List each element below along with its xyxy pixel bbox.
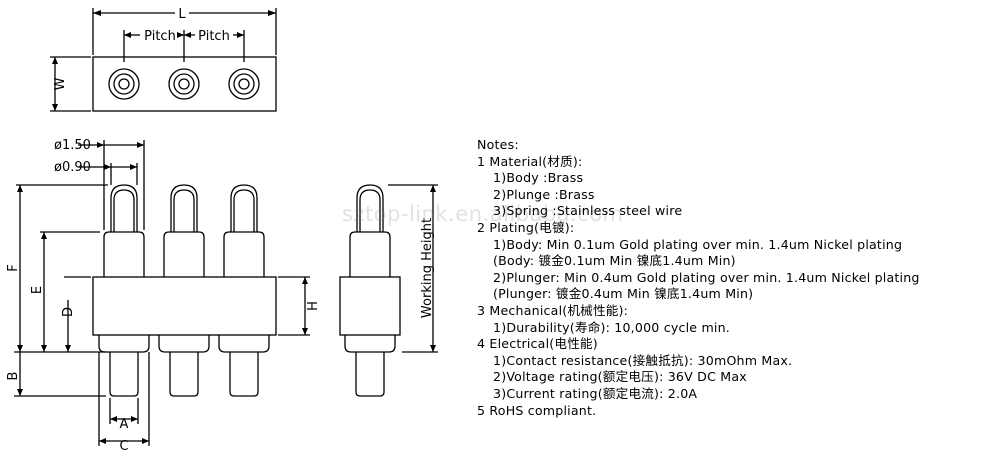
note-line: 3)Current rating(额定电流): 2.0A <box>493 385 698 401</box>
dim-label-H: H <box>306 301 321 311</box>
note-line: 1)Body: Min 0.1um Gold plating over min.… <box>493 236 903 252</box>
dim-label-B: B <box>6 372 21 381</box>
notes-heading: Notes: <box>477 137 519 152</box>
dim-label-L: L <box>178 7 186 22</box>
dim-label-pitch-2: Pitch <box>198 29 230 44</box>
note-line: 2)Plunger: Min 0.4um Gold plating over m… <box>493 269 920 285</box>
dim-label-working-height: Working Height <box>420 218 435 318</box>
dim-label-pitch-1: Pitch <box>144 29 176 44</box>
front-dimensions <box>14 140 310 446</box>
dim-label-W: W <box>53 77 68 90</box>
note-line: 1 Material(材质): <box>477 153 583 169</box>
note-line: 2)Plunge :Brass <box>493 186 595 202</box>
dim-label-F: F <box>6 264 21 271</box>
top-view <box>50 8 277 112</box>
dim-label-D: D <box>61 307 76 317</box>
dim-label-outer-diameter: ø1.50 <box>54 138 91 153</box>
dim-label-A: A <box>120 417 129 432</box>
dimension-arrows <box>17 10 436 444</box>
front-view <box>92 184 277 397</box>
note-line: 1)Durability(寿命): 10,000 cycle min. <box>493 319 731 335</box>
notes-block: Notes: 1 Material(材质): 1)Body :Brass 2)P… <box>477 137 977 419</box>
note-line: 3 Mechanical(机械性能): <box>477 302 629 318</box>
note-line: 3)Spring :Stainless steel wire <box>493 203 683 219</box>
note-line: 2 Plating(电镀): <box>477 219 575 235</box>
note-line: 1)Contact resistance(接触抵抗): 30mOhm Max. <box>493 352 793 368</box>
dim-label-C: C <box>119 439 128 453</box>
note-line: 2)Voltage rating(额定电压): 36V DC Max <box>493 369 747 385</box>
dim-label-inner-diameter: ø0.90 <box>54 160 91 175</box>
note-line: 5 RoHS compliant. <box>477 402 597 418</box>
note-line: (Plunger: 镀金0.4um Min 镍底1.4um Min) <box>493 286 754 302</box>
dim-label-E: E <box>30 286 45 294</box>
note-line: 1)Body :Brass <box>493 170 584 186</box>
note-line: (Body: 镀金0.1um Min 镍底1.4um Min) <box>493 253 736 269</box>
watermark: sztop-link.en.alibaba.com <box>342 202 624 226</box>
note-line: 4 Electrical(电性能) <box>477 336 598 352</box>
side-view <box>339 184 438 397</box>
